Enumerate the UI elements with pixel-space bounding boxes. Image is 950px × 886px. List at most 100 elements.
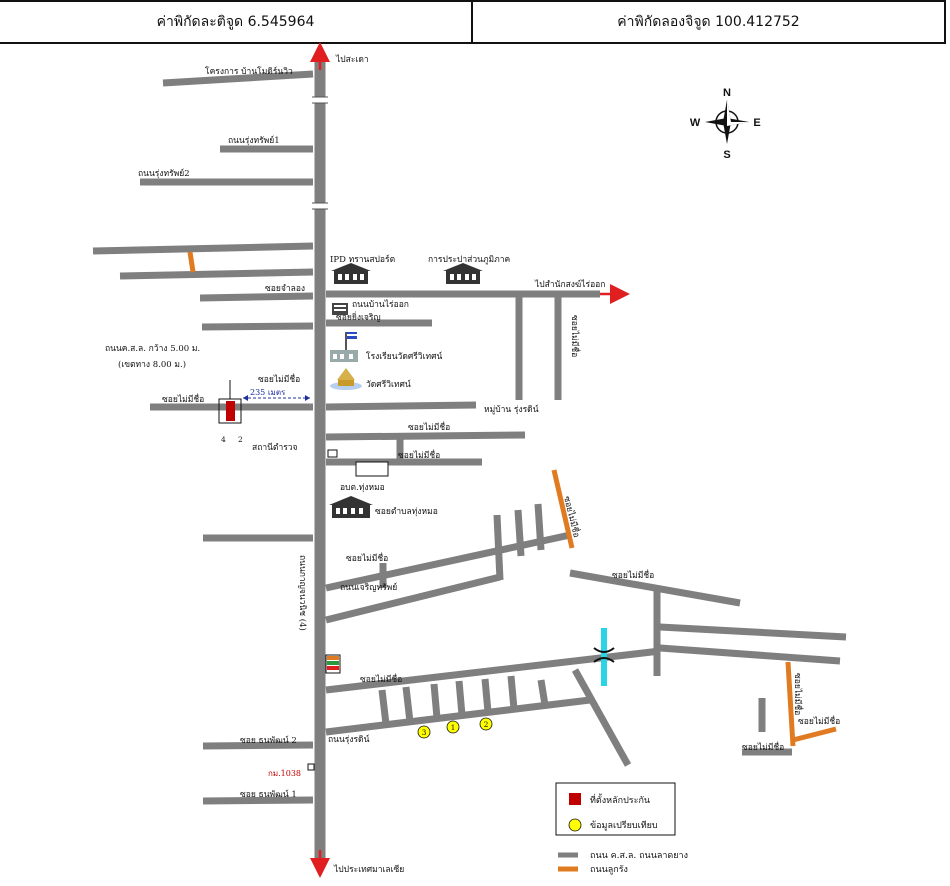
soi-unnamed-label-7: ซอยไม่มีชื่อ [612, 569, 654, 581]
bank-building-icon [332, 303, 348, 315]
soi-tambon-label: ซอยตำบลทุ่งหมอ [375, 507, 438, 517]
far-east-road-2 [659, 644, 841, 665]
map-labels: ไปสะเดา โครงการ บ้านโมดิร์นวิว ถนนรุ่งทร… [105, 54, 840, 875]
east-road-a [325, 401, 477, 411]
longitude-cell: ค่าพิกัดลองจิจูด 100.412752 [471, 2, 946, 42]
compass-n: N [723, 87, 731, 99]
to-office-label: ไปสำนักสงฆ์ไร่ออก [534, 279, 605, 290]
compass-e: E [753, 117, 760, 129]
rungrot-spur-6 [507, 675, 518, 710]
rungrot-spur-5 [481, 678, 492, 713]
highway-breaks [312, 96, 328, 210]
comparable-3-marker [417, 725, 431, 739]
to-south-label: ไปประเทศมาเลเซีย [333, 864, 404, 875]
km-post-icon [307, 763, 315, 771]
se-spur-1 [493, 514, 504, 581]
local-road-east-horizontal [792, 726, 837, 743]
soi-unnamed-label-3: ซอยไม่มีชื่อ [408, 421, 450, 433]
ipd-building-icon [331, 263, 371, 284]
soi-chamlong-road [199, 292, 314, 302]
distance-label: 235 เมตร [250, 388, 286, 397]
legend-comparable-label: ข้อมูลเปรียบเทียบ [590, 820, 658, 831]
temple-label: วัดศรีวิเทศน์ [366, 379, 411, 390]
village-rungrot-label: หมู่บ้าน รุ่งรดิน์ [484, 404, 539, 415]
longitude-value: 100.412752 [715, 14, 800, 30]
road-width-label-2: (เขตทาง 8.00 ม.) [118, 359, 186, 370]
subject-property: 4 2 [218, 380, 310, 444]
tambon-office-label: อบต.ทุ่งหมอ [340, 483, 385, 493]
soi-yingcharoen-label: ซอยยิ่งเจริญ [336, 311, 381, 323]
comparable-2-label: 2 [484, 720, 489, 729]
comparables: 3 1 2 [417, 717, 493, 739]
soi-unnamed-vertical-label: ซอยไม่มีชื่อ [569, 315, 581, 357]
coordinate-bar: ค่าพิกัดละติจูด 6.545964 ค่าพิกัดลองจิจู… [0, 0, 946, 44]
station-label: สถานีตำรวจ [252, 442, 298, 453]
se-spur-3 [534, 503, 545, 551]
school-label: โรงเรียนวัดศรีวิเทศน์ [366, 351, 442, 362]
soi-thanaphat1-label: ซอย ธนพัฒน์ 1 [240, 789, 297, 800]
legend-local-road-label: ถนนลูกรัง [590, 865, 628, 875]
local-road-west [187, 251, 196, 273]
road-jarong-label: ถนนเจริญทรัพย์ [340, 582, 397, 593]
legend-property-label: ที่ตั้งหลักประกัน [590, 793, 650, 806]
far-east-road-1 [659, 623, 847, 641]
ban-rai-ok-label: ถนนบ้านไร่ออก [352, 299, 409, 310]
station-box [355, 461, 389, 477]
longitude-label: ค่าพิกัดลองจิจูด [617, 14, 711, 30]
soi-unnamed-se-1 [325, 531, 571, 592]
compass-icon: N S E W [690, 87, 761, 161]
to-north-label: ไปสะเดา [335, 54, 369, 65]
soi-unnamed-label-1: ซอยไม่มีชื่อ [258, 373, 300, 385]
soi-unnamed-label-2: ซอยไม่มีชื่อ [162, 393, 204, 405]
comparable-1-marker [446, 720, 460, 734]
road-rungrot-label: ถนนรุ่งรดิน์ [328, 734, 370, 745]
comparable-3-label: 3 [422, 728, 427, 737]
road-width-label-1: ถนนค.ส.ล. กว้าง 5.00 ม. [105, 343, 200, 354]
compass-s: S [723, 149, 730, 161]
west-road-1 [92, 242, 314, 255]
legend-property-swatch [569, 793, 581, 805]
soi-chamlong-label: ซอยจำลอง [265, 284, 305, 294]
east-road-b [325, 431, 526, 441]
local-road-east-vertical [785, 661, 796, 747]
soi-unnamed-label-6: ซอยไม่มีชื่อ [346, 552, 388, 564]
west-road-2 [119, 268, 314, 280]
tambon-office-building-icon [329, 496, 373, 518]
comparable-2-marker [479, 717, 493, 731]
rungrot-spur-2 [402, 686, 414, 723]
soi-unnamed-label-8: ซอยไม่มีชื่อ [360, 673, 402, 685]
se-spur-2 [514, 509, 525, 557]
rungrot-spur-1 [378, 689, 390, 725]
road-jarong [325, 573, 501, 624]
school-icon [330, 332, 358, 362]
rungrot-spur-4 [455, 680, 466, 716]
soi-unnamed-label-4: ซอยไม่มีชื่อ [398, 449, 440, 461]
local-roads [187, 251, 837, 747]
soi-thanaphat2-road [202, 741, 314, 750]
latitude-cell: ค่าพิกัดละติจูด 6.545964 [0, 2, 471, 42]
road-rungrot-branch [571, 668, 632, 767]
soi-unnamed-label-10: ซอยไม่มีชื่อ [798, 715, 840, 727]
soi-unnamed-label-11: ซอยไม่มีชื่อ [742, 741, 784, 753]
comparable-1-label: 1 [451, 723, 456, 732]
rungsap2-label: ถนนรุ่งทรัพย์2 [138, 168, 190, 179]
rungrot-spur-3 [430, 683, 441, 719]
canal [593, 628, 615, 686]
soi-unnamed-label-9: ซอยไม่มีชื่อ [792, 673, 804, 715]
temple-icon [330, 368, 362, 390]
road-network [92, 60, 847, 860]
legend-main-road-label: ถนน ค.ส.ล. ถนนลาดยาง [590, 851, 688, 861]
rungsap1-label: ถนนรุ่งทรัพย์1 [228, 135, 280, 146]
project-road [162, 70, 314, 87]
local-road-north [551, 469, 575, 549]
plot-2-label: 2 [238, 435, 243, 444]
soi-thanaphat2-label: ซอย ธนพัฒน์ 2 [240, 735, 297, 746]
project-label: โครงการ บ้านโมดิร์นวิว [205, 66, 293, 77]
highway-label: ถนนกาญจนวนิช (4) [297, 555, 308, 631]
legend: ที่ตั้งหลักประกัน ข้อมูลเปรียบเทียบ ถนน … [555, 782, 688, 875]
bridge-icon [593, 647, 615, 663]
soi-thanaphat1-road [202, 796, 314, 805]
west-road-3 [201, 322, 314, 331]
landmark-buildings [307, 263, 483, 771]
